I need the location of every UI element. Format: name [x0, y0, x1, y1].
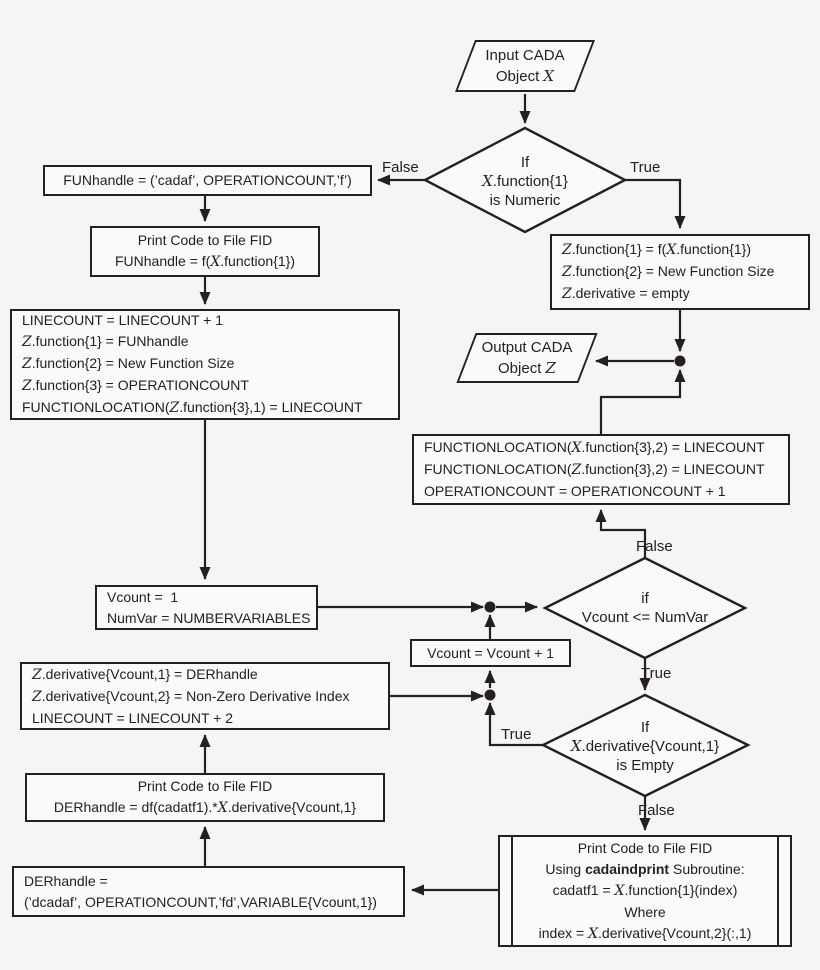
edge-funcloc-to-junction	[599, 369, 686, 434]
process-zfunction-numeric: Z.function{1} = f(X.function{1}) Z.functi…	[550, 234, 810, 310]
edge-label-false-mid: False	[636, 538, 673, 555]
predefined-process-bar	[777, 836, 779, 946]
text-line: Z.function{2} = New Function Size	[22, 355, 235, 372]
edge-label-true-top: True	[630, 159, 661, 176]
text-line: Where	[624, 903, 666, 920]
edge-label-false-bottom: False	[638, 802, 675, 819]
text-line: Z.derivative{Vcount,2} = Non-Zero Deriva…	[32, 687, 350, 705]
text-line: Vcount = Vcount + 1	[427, 644, 554, 661]
text-line: FUNCTIONLOCATION(Z.function{3},1) = LINE…	[22, 399, 363, 416]
text-line: OPERATIONCOUNT = OPERATIONCOUNT + 1	[424, 483, 726, 499]
io-input-cada: Input CADA Object X	[455, 40, 595, 92]
text-line: Vcount = 1	[107, 588, 179, 605]
text-line: Z.function{1} = f(X.function{1})	[562, 241, 752, 258]
text-line: LINECOUNT = LINECOUNT + 1	[22, 312, 223, 328]
text-line: DERhandle = df(cadatf1).*X.derivative{Vc…	[53, 799, 357, 816]
text-line: FUNCTIONLOCATION(X.function{3},2) = LINE…	[424, 439, 765, 456]
text-line: FUNhandle = (’cadaf’, OPERATIONCOUNT,’f’…	[63, 172, 352, 188]
edge-empty-true-to-junction	[484, 702, 543, 747]
text-line: LINECOUNT = LINECOUNT + 2	[32, 709, 233, 726]
edge-numeric-true-to-zfunction	[625, 178, 686, 229]
text-line: Object Z	[498, 359, 556, 377]
text-line: Using cadaindprint Subroutine:	[545, 860, 745, 877]
text-line: DERhandle =	[24, 872, 108, 889]
process-vcount-increment: Vcount = Vcount + 1	[410, 639, 571, 667]
edge-label-false-top: False	[382, 159, 419, 176]
junction-dot-increment	[484, 689, 496, 701]
text-line: Vcount <= NumVar	[581, 609, 709, 626]
text-line: X.derivative{Vcount,1}	[570, 736, 720, 755]
io-output-cada: Output CADA Object Z	[456, 333, 598, 383]
text-line: X.function{1}	[482, 171, 568, 190]
process-linecount-zfunction: LINECOUNT = LINECOUNT + 1 Z.function{1} =…	[10, 309, 400, 420]
text-line: Object X	[495, 67, 555, 85]
text-line: is Empty	[616, 756, 674, 774]
text-line: Z.derivative{Vcount,1} = DERhandle	[32, 665, 258, 683]
text-line: NumVar = NUMBERVARIABLES	[107, 609, 311, 626]
process-vcount-init: Vcount = 1 NumVar = NUMBERVARIABLES	[95, 585, 318, 630]
text-line: Z.function{3} = OPERATIONCOUNT	[22, 377, 249, 394]
text-line: cadatf1 = X.function{1}(index)	[552, 881, 738, 899]
edge-label-true-mid: True	[641, 665, 672, 682]
process-derhandle-dcadaf: DERhandle = (’dcadaf’, OPERATIONCOUNT,’fd…	[12, 866, 405, 917]
io-input-text: Input CADA Object X	[467, 42, 583, 90]
text-line: index = X.derivative{Vcount,2}(:,1)	[538, 924, 752, 942]
text-line: (’dcadaf’, OPERATIONCOUNT,’fd’,VARIABLE{…	[24, 893, 377, 910]
process-funhandle-cadaf: FUNhandle = (’cadaf’, OPERATIONCOUNT,’f’…	[43, 165, 372, 196]
text-line: FUNCTIONLOCATION(Z.function{3},2) = LINE…	[424, 461, 765, 478]
text-line: Print Code to File FID	[137, 232, 273, 248]
edge-label-true-empty: True	[501, 726, 532, 743]
text-line: is Numeric	[489, 191, 561, 209]
text-line: If	[640, 718, 650, 736]
junction-dot-output	[674, 355, 686, 367]
text-line: Print Code to File FID	[577, 839, 713, 856]
text-line: Input CADA	[485, 47, 565, 64]
io-output-text: Output CADA Object Z	[468, 335, 586, 381]
predefined-process-cadaindprint: Print Code to File FID Using cadaindprint…	[498, 835, 792, 947]
junction-dot-loop	[484, 601, 496, 613]
process-print-code-fun: Print Code to File FID FUNhandle = f(X.fu…	[90, 226, 320, 277]
text-line: If	[520, 153, 530, 171]
text-line: FUNhandle = f(X.function{1})	[114, 253, 296, 270]
text-line: Z.derivative = empty	[562, 285, 690, 302]
process-print-code-der: Print Code to File FID DERhandle = df(cad…	[25, 773, 385, 822]
edge-loop-false-to-funcloc	[595, 509, 647, 558]
text-line: Print Code to File FID	[137, 778, 273, 794]
text-line: Z.function{2} = New Function Size	[562, 263, 775, 280]
process-functionlocation: FUNCTIONLOCATION(X.function{3},2) = LINE…	[412, 434, 790, 505]
text-line: if	[641, 590, 649, 607]
decision-numeric-shape	[422, 126, 628, 234]
predefined-process-bar	[511, 836, 513, 946]
text-line: Z.function{1} = FUNhandle	[22, 333, 189, 350]
text-line: Output CADA	[481, 339, 573, 356]
